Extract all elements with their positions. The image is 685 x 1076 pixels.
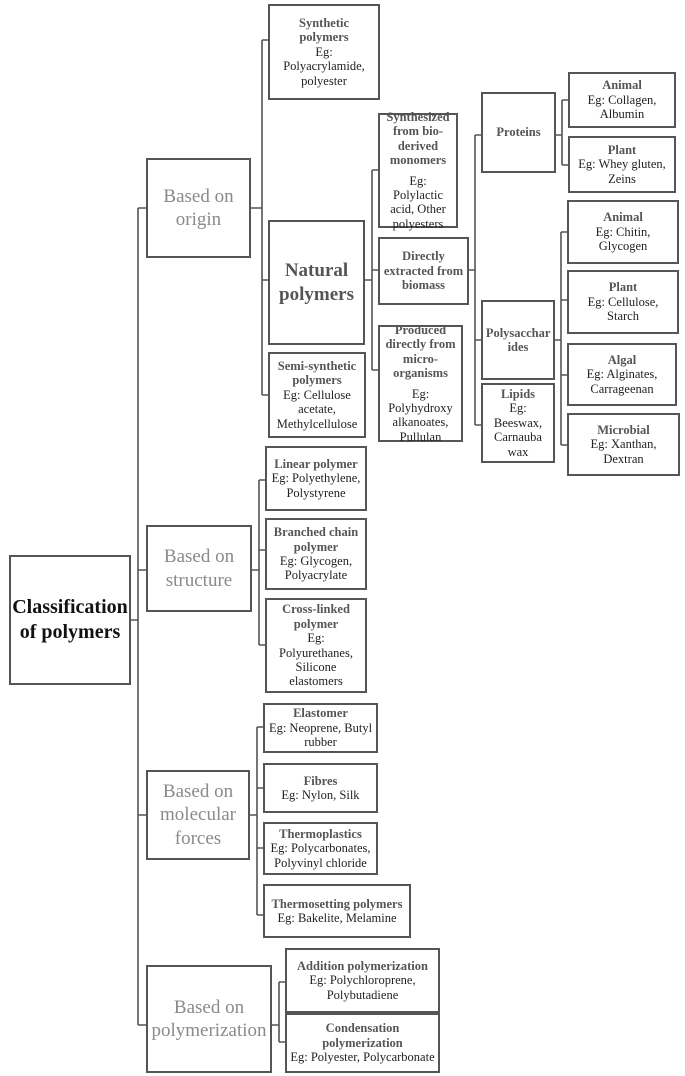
polysaccharides-node: Polysacchar ides (481, 300, 555, 380)
bioderived-monomers-node: Synthesized from bio-derived monomers Eg… (378, 110, 458, 231)
natural-polymers-node: Natural polymers (268, 220, 365, 345)
category-forces: Based on molecular forces (146, 770, 250, 860)
root-node: Classification of polymers (9, 555, 131, 685)
lipids-title: Lipids (500, 387, 536, 402)
thermosetting-node: Thermosetting polymers Eg: Bakelite, Mel… (263, 884, 411, 938)
connector-proteins (556, 99, 568, 166)
category-structure-label: Based on structure (163, 546, 235, 591)
protein-animal-node: Animal Eg: Collagen, Albumin (568, 72, 676, 128)
fibres-eg: Eg: Nylon, Silk (281, 788, 360, 802)
addition-polymerization-title: Addition polymerization (297, 958, 428, 973)
protein-plant-eg: Eg: Whey gluten, Zeins (578, 157, 666, 186)
addition-polymerization-node: Addition polymerization Eg: Polychloropr… (285, 948, 440, 1013)
microorganisms-eg: Eg: Polyhydroxy alkanoates, Pullulan (388, 386, 453, 444)
thermoplastics-node: Thermoplastics Eg: Polycarbonates, Polyv… (263, 822, 378, 875)
fibres-title: Fibres (303, 773, 338, 788)
polysaccharide-algal-title: Algal (607, 352, 637, 367)
protein-animal-title: Animal (602, 78, 642, 93)
bioderived-title: Synthesized from bio-derived monomers (386, 110, 450, 168)
connector-origin (250, 39, 268, 396)
proteins-title: Proteins (496, 125, 541, 140)
condensation-polymerization-title: Condensation polymerization (322, 1021, 403, 1050)
category-origin: Based on origin (146, 158, 251, 258)
proteins-node: Proteins (481, 92, 556, 173)
connector-polymerization (272, 981, 285, 1043)
biomass-node: Directly extracted from biomass (378, 237, 469, 305)
cross-linked-eg: Eg: Polyurethanes, Silicone elastomers (279, 631, 353, 689)
polysaccharide-animal-eg: Eg: Chitin, Glycogen (595, 224, 651, 254)
connector-polysaccharides (555, 231, 567, 446)
connector-biomass (469, 134, 481, 426)
polysaccharide-microbial-title: Microbial (597, 422, 650, 437)
connector-root (130, 207, 146, 1026)
polysaccharide-plant-node: Plant Eg: Cellulose, Starch (567, 270, 679, 334)
natural-polymers-title: Natural polymers (279, 260, 354, 305)
semi-synthetic-node: Semi-synthetic polymers Eg: Cellulose ac… (268, 352, 366, 438)
category-forces-label: Based on molecular forces (160, 781, 236, 849)
elastomer-title: Elastomer (293, 706, 348, 721)
polysaccharide-animal-title: Animal (603, 210, 643, 225)
linear-polymer-node: Linear polymer Eg: Polyethylene, Polysty… (265, 446, 367, 511)
synthetic-polymers-title: Synthetic polymers (299, 16, 349, 45)
category-polymerization: Based on polymerization (146, 965, 272, 1073)
lipids-node: Lipids Eg: Beeswax, Carnauba wax (481, 383, 555, 463)
linear-polymer-title: Linear polymer (274, 456, 358, 471)
connector-forces (250, 726, 263, 916)
polysaccharide-plant-title: Plant (608, 280, 638, 295)
thermoplastics-eg: Eg: Polycarbonates, Polyvinyl chloride (270, 841, 371, 870)
protein-plant-node: Plant Eg: Whey gluten, Zeins (568, 136, 676, 193)
elastomer-eg: Eg: Neoprene, Butyl rubber (268, 720, 373, 750)
semi-synthetic-eg: Eg: Cellulose acetate, Methylcellulose (276, 387, 358, 431)
category-polymerization-label: Based on polymerization (151, 996, 267, 1041)
addition-polymerization-eg: Eg: Polychloroprene, Polybutadiene (309, 973, 416, 1002)
polysaccharides-title: Polysacchar ides (485, 325, 551, 354)
microorganisms-node: Produced directly from micro-organisms E… (378, 323, 463, 444)
polysaccharide-microbial-eg: Eg: Xanthan, Dextran (590, 437, 657, 466)
thermosetting-title: Thermosetting polymers (271, 896, 403, 911)
polysaccharide-animal-node: Animal Eg: Chitin, Glycogen (567, 200, 679, 264)
linear-polymer-eg: Eg: Polyethylene, Polystyrene (271, 471, 361, 500)
biomass-title: Directly extracted from biomass (383, 249, 464, 293)
microorganisms-title: Produced directly from micro-organisms (385, 323, 456, 381)
synthetic-polymers-eg: Eg: Polyacrylamide, polyester (283, 44, 365, 88)
connector-natural (365, 169, 378, 371)
protein-animal-eg: Eg: Collagen, Albumin (587, 92, 657, 122)
elastomer-node: Elastomer Eg: Neoprene, Butyl rubber (263, 703, 378, 753)
thermosetting-eg: Eg: Bakelite, Melamine (277, 911, 397, 925)
branched-chain-node: Branched chain polymer Eg: Glycogen, Pol… (265, 518, 367, 590)
synthetic-polymers-node: Synthetic polymers Eg: Polyacrylamide, p… (268, 4, 380, 100)
condensation-polymerization-eg: Eg: Polyester, Polycarbonate (290, 1050, 435, 1065)
branched-chain-eg: Eg: Glycogen, Polyacrylate (279, 554, 353, 583)
branched-chain-title: Branched chain polymer (273, 525, 359, 554)
connector-structure (252, 479, 265, 646)
root-label: Classification of polymers (12, 596, 128, 643)
thermoplastics-title: Thermoplastics (279, 826, 362, 841)
polysaccharide-plant-eg: Eg: Cellulose, Starch (587, 294, 659, 324)
polysaccharide-microbial-node: Microbial Eg: Xanthan, Dextran (567, 413, 680, 476)
cross-linked-title: Cross-linked polymer (282, 602, 350, 631)
category-origin-label: Based on origin (163, 185, 234, 230)
protein-plant-title: Plant (607, 142, 637, 157)
bioderived-eg: Eg: Polylactic acid, Other polyesters (390, 173, 446, 231)
cross-linked-node: Cross-linked polymer Eg: Polyurethanes, … (265, 598, 367, 693)
polysaccharide-algal-eg: Eg: Alginates, Carrageenan (586, 367, 658, 396)
fibres-node: Fibres Eg: Nylon, Silk (263, 763, 378, 813)
condensation-polymerization-node: Condensation polymerization Eg: Polyeste… (285, 1013, 440, 1073)
polysaccharide-algal-node: Algal Eg: Alginates, Carrageenan (567, 343, 677, 406)
lipids-eg: Eg: Beeswax, Carnauba wax (493, 401, 543, 459)
semi-synthetic-title: Semi-synthetic polymers (277, 359, 357, 388)
category-structure: Based on structure (146, 525, 252, 612)
